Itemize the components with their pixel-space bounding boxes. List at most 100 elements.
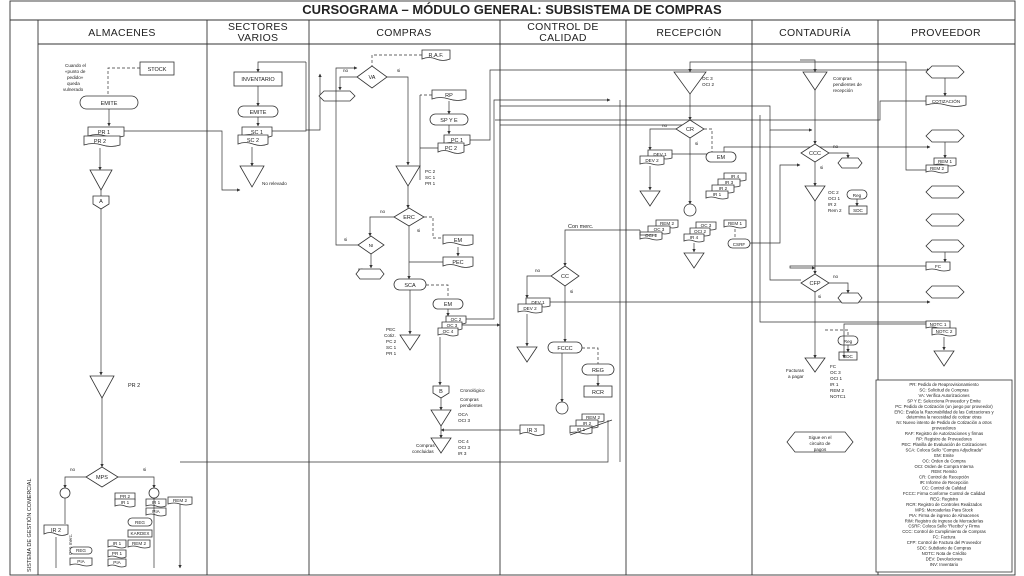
prov-rem-return	[688, 61, 926, 171]
pc1-to-proveedor	[470, 68, 931, 141]
fac-doc-3: OCI 1	[830, 376, 842, 381]
mps-no-branch	[63, 476, 86, 489]
ni-terminal	[355, 268, 385, 280]
prov-start-2	[925, 129, 965, 143]
pr1-to-sectores	[124, 130, 241, 192]
side-label: SISTEMA DE GESTIÓN COMERCIAL	[26, 478, 33, 572]
lane-header-calidad-2: CALIDAD	[539, 32, 587, 44]
lane-header-compras: COMPRAS	[376, 27, 431, 39]
almacenes-note-1: Cuando el	[65, 63, 86, 68]
concluidas-archive	[430, 437, 452, 454]
ir3-rec-label: IR 3	[725, 180, 734, 185]
cont-note-3: recepción	[833, 88, 853, 93]
reg-label: REG	[135, 520, 145, 525]
legend-line: INV: Inventario	[930, 562, 959, 567]
rec-oci2-label: OCI 2	[645, 233, 657, 238]
con-merc-label: Con merc.	[68, 534, 73, 555]
cc-connector	[555, 401, 569, 415]
va-no: no	[343, 68, 349, 73]
concluidas-doc-3: IR 3	[458, 451, 467, 456]
cc-x-archive	[516, 346, 538, 363]
prov-notc-return	[842, 323, 926, 359]
mps-si: si	[143, 467, 146, 472]
rec-to-calidad	[639, 230, 656, 236]
prov-rem2-doc	[925, 164, 949, 174]
compras-pend-archive	[430, 409, 452, 427]
ccc-doc-1: OC 2	[828, 190, 839, 195]
va-no-terminal	[318, 90, 356, 102]
ir1b-doc	[145, 498, 167, 508]
sectores-emite-label: EMITE	[250, 110, 267, 116]
fac-doc-6: NOTC1	[830, 394, 846, 399]
diagram-title: CURSOGRAMA – MÓDULO GENERAL: SUBSISTEMA …	[302, 2, 722, 17]
rec-to-contaduria	[750, 163, 801, 244]
sc2-label: SC 2	[247, 138, 259, 144]
dev2-doc	[517, 303, 543, 314]
cr-label: CR	[686, 127, 694, 133]
legend-line: PR: Pedido de Reaprovisionamiento	[909, 382, 979, 387]
legend-line: RIM: Registro de ingreso de Mercaderías	[905, 518, 984, 523]
cr-no-branch	[648, 128, 676, 151]
proveedor-lane: COTIZACIÓN REM 1 REM 2 FC NOTC 1 NOTC 2	[495, 61, 967, 367]
erc-si: si	[417, 228, 420, 233]
lane-header-calidad: CONTROL DE	[527, 21, 598, 33]
prov-fc-doc	[925, 261, 951, 272]
reg-box	[127, 517, 153, 527]
fccc-dash	[582, 347, 599, 364]
compras-archive-doc-3: PR 1	[425, 181, 436, 186]
diagram-frame	[9, 0, 1016, 576]
rem1-label: REM 1	[728, 221, 742, 226]
em-label: EM	[454, 238, 463, 244]
legend-line: MPS: Mercaderías Para Stock	[915, 507, 974, 512]
ccc-no: no	[833, 144, 839, 149]
contaduria-lane: Compras pendientes de recepción CCC no s…	[500, 59, 930, 453]
cc-ir2-label: IR 2	[583, 421, 592, 426]
connector-b	[432, 385, 450, 399]
compras-x-doc-2: Cotiz.	[384, 333, 396, 338]
pec-doc	[442, 256, 474, 268]
pia-doc	[145, 507, 167, 517]
csrf-process	[727, 238, 751, 249]
va-si-branch	[387, 76, 410, 166]
legend-line: CCC: Control de Cumplimiento de Compras	[902, 529, 986, 534]
pc2-label: PC 2	[445, 146, 457, 152]
rem2b-label: REM 2	[132, 541, 146, 546]
rec-dev2-label: DEV 2	[645, 158, 659, 163]
dev2-label: DEV 2	[523, 306, 537, 311]
recepcion-lane: OC 3 OCI 2 CR no si DEV 1 DEV 2 EM IR 4 …	[639, 71, 931, 269]
legend-line: RCR: Registro de Controles Realizados	[906, 502, 982, 507]
compras-pendientes-1: Compras	[460, 397, 479, 402]
sca-dash	[426, 284, 449, 298]
fac-doc-1: FC	[830, 364, 837, 369]
em-doc	[442, 234, 474, 246]
erc-no: no	[380, 209, 386, 214]
va-si: si	[397, 68, 400, 73]
calidad-lane: Con merc. CC no si DEV 1 DEV 2 FCCC REG …	[180, 100, 931, 463]
reg-mini-1-label: REG	[76, 548, 86, 553]
rec-oc3-label: OC 3	[654, 227, 665, 232]
cont-entry	[800, 59, 817, 73]
compras-lane: R.A.F. VA no si RP SP Y E PC 1 PC 2 PC 2…	[318, 49, 931, 456]
rec-x2-archive	[683, 252, 705, 269]
ir4-label: IR 4	[731, 174, 740, 179]
archive-triangle-pr2	[89, 375, 115, 399]
rec-oci2-doc	[639, 231, 663, 241]
dev1-label: DEV 1	[531, 300, 545, 305]
lane-header-contaduria: CONTADURÍA	[779, 26, 851, 39]
raf-dash	[371, 54, 422, 66]
connector-circle-left	[59, 487, 71, 499]
pc2-doc	[437, 142, 465, 154]
ir2-label: IR 2	[51, 528, 61, 534]
prov-term-3	[925, 185, 965, 199]
almacenes-note-2: «punto de	[65, 69, 86, 74]
pia-mini-1-label: PIA	[77, 559, 85, 564]
cfp-no-terminal	[837, 292, 863, 304]
legend-line: CFP: Control de Factura del Proveedor	[907, 540, 982, 545]
pr1-label: PR 1	[98, 130, 110, 136]
lane-dividers	[37, 20, 879, 575]
cronologico-label: Cronológico	[460, 388, 485, 393]
ir1b-label: IR 1	[152, 500, 161, 505]
legend-line: SP Y E: Selecciona Proveedor y Emite	[907, 398, 981, 403]
legend-line: proveedores	[932, 426, 956, 431]
